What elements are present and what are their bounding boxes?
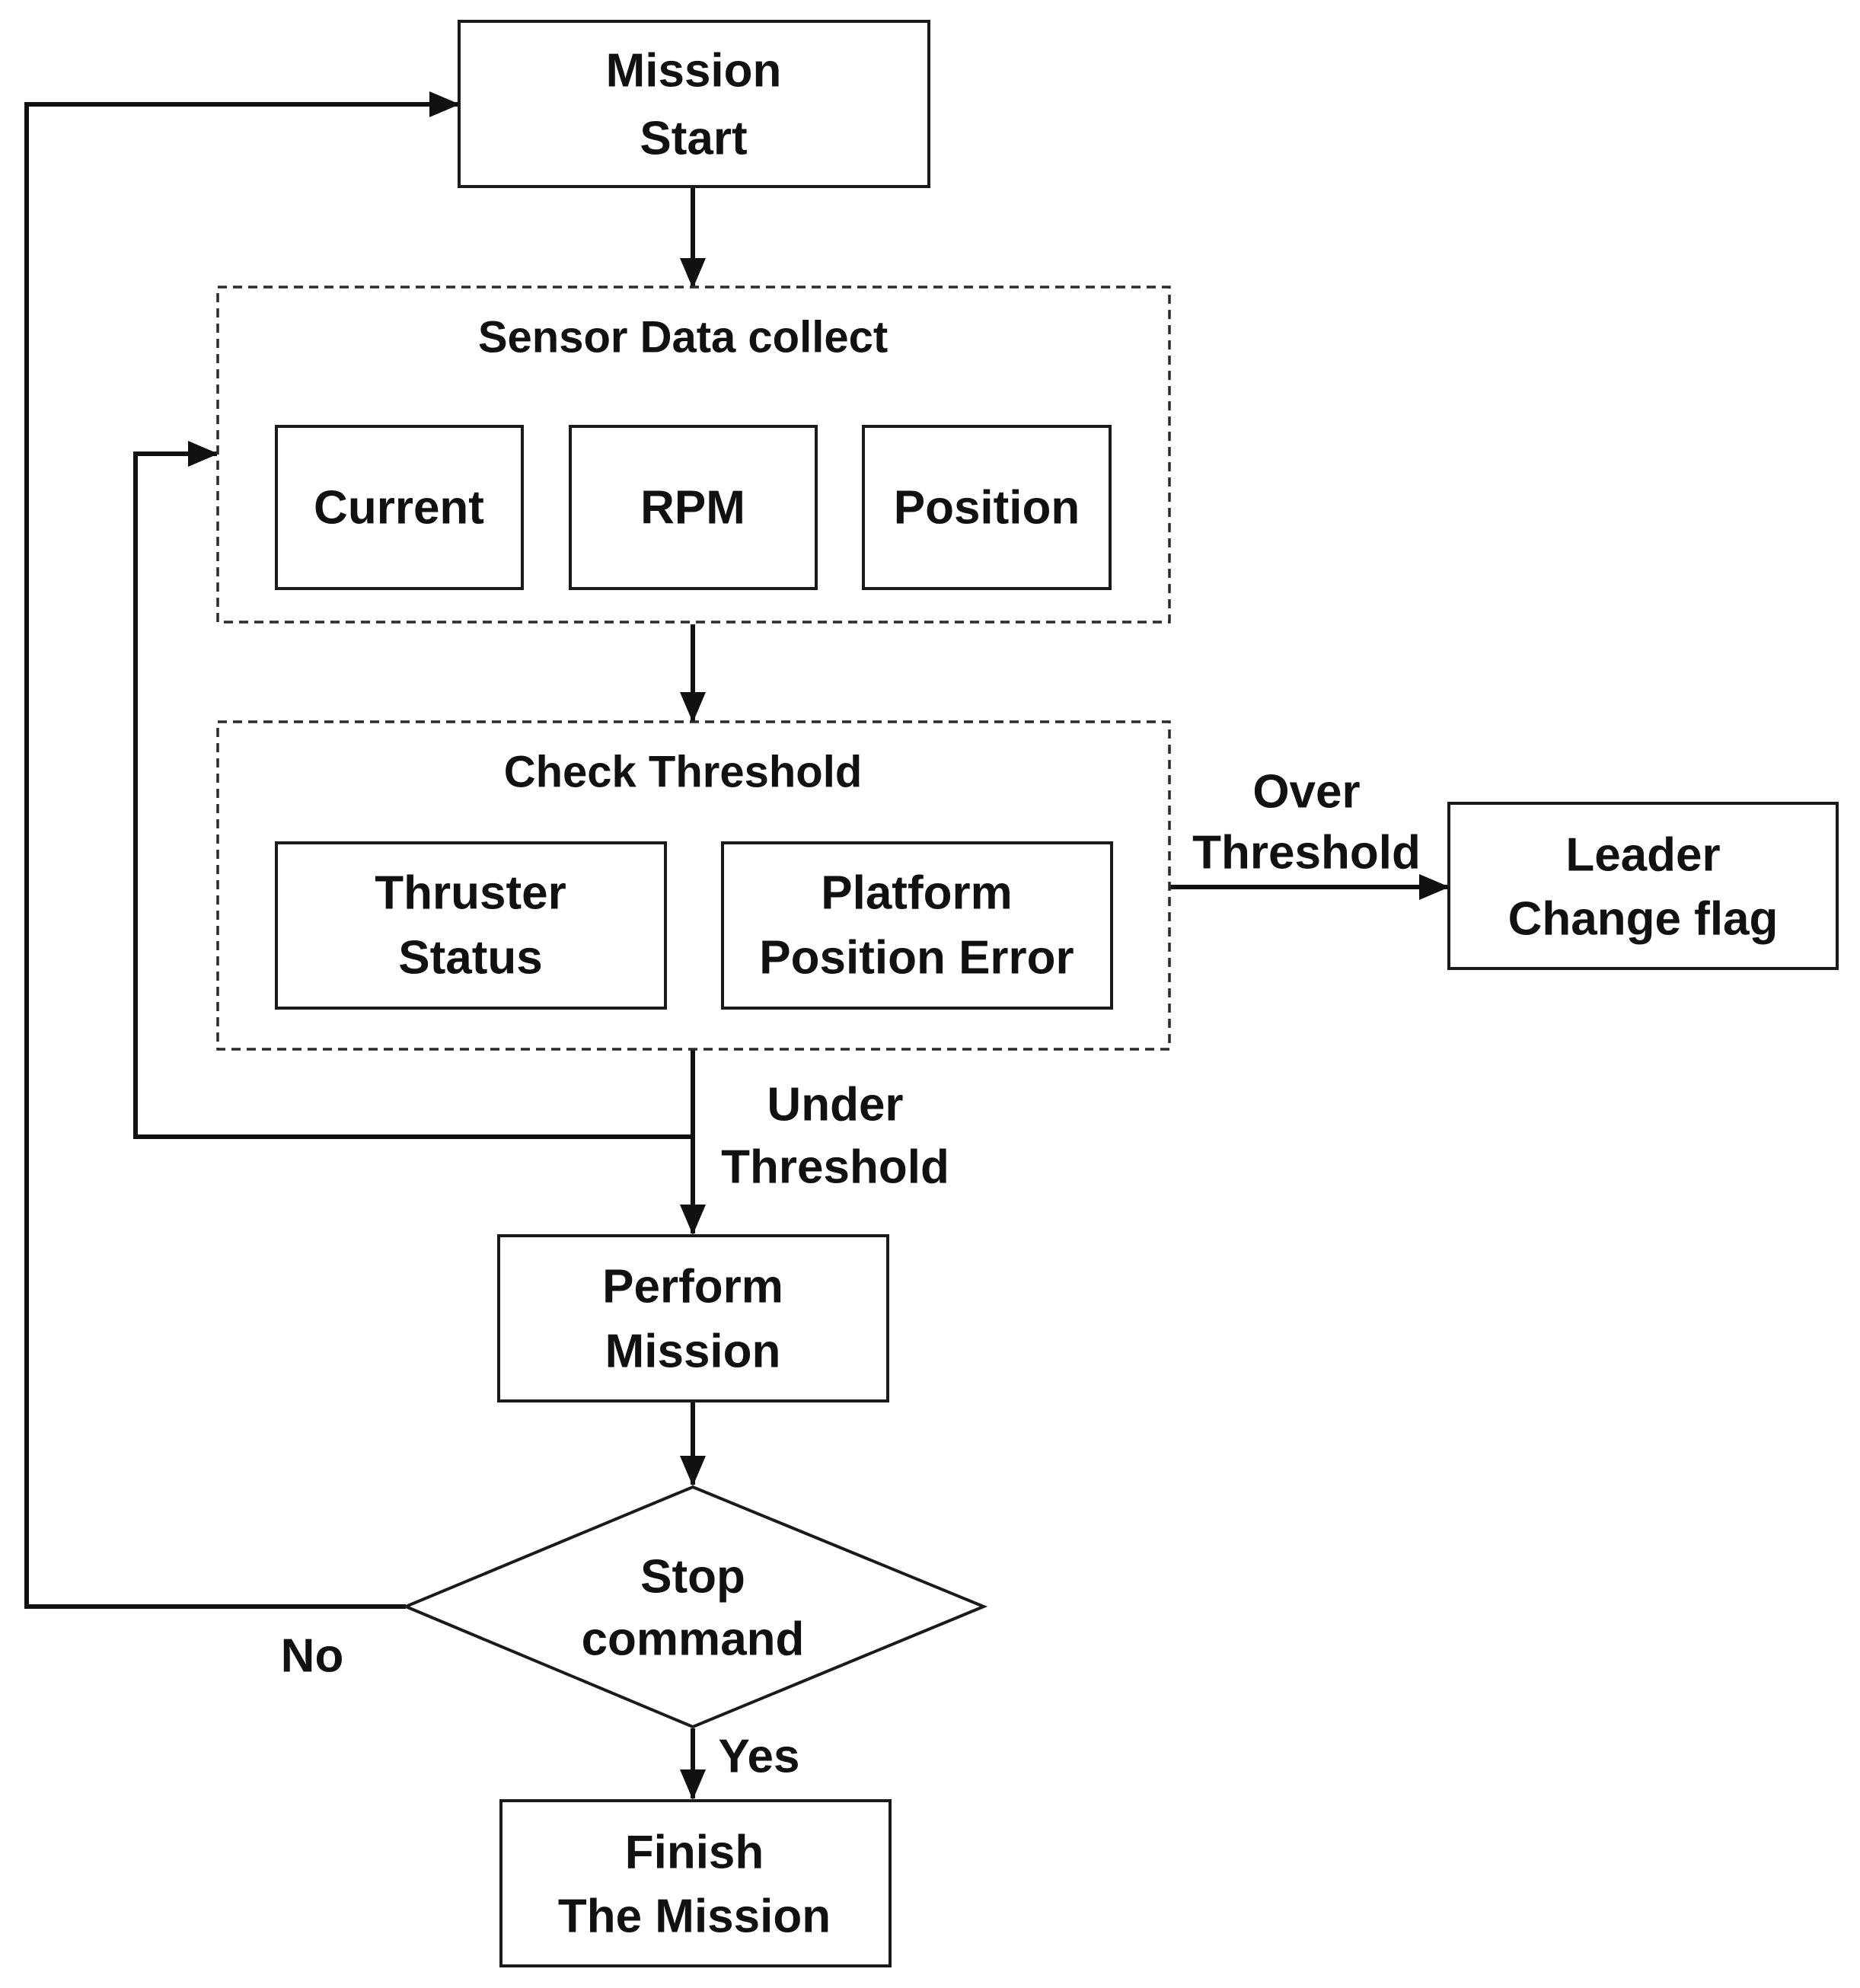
- mission-start-label-line2: Start: [640, 113, 747, 165]
- finish-mission-box: Finish The Mission: [499, 1799, 892, 1967]
- mission-start-label-line1: Mission: [606, 45, 782, 97]
- rpm-box: RPM: [569, 425, 818, 590]
- thruster-status-box: Thruster Status: [275, 841, 667, 1010]
- current-box: Current: [275, 425, 524, 590]
- under-threshold-label-line1: Under: [767, 1079, 903, 1131]
- sensor-group-title: Sensor Data collect: [478, 313, 888, 362]
- yes-label: Yes: [719, 1731, 800, 1783]
- over-threshold-label-line1: Over: [1252, 766, 1360, 818]
- perform-mission-label-line2: Mission: [605, 1326, 781, 1378]
- rpm-label: RPM: [640, 482, 745, 534]
- check-threshold-group: Check Threshold: [216, 720, 1171, 1051]
- platform-error-label-line2: Position Error: [759, 932, 1074, 984]
- leader-change-label-line1: Leader: [1565, 829, 1720, 882]
- platform-error-label-line1: Platform: [821, 867, 1012, 920]
- thruster-status-label-line2: Status: [398, 932, 542, 984]
- thruster-status-label-line1: Thruster: [375, 867, 566, 920]
- mission-start-box: Mission Start: [458, 20, 930, 188]
- position-box: Position: [862, 425, 1112, 590]
- stop-command-label-line1: Stop: [640, 1551, 745, 1603]
- platform-position-error-box: Platform Position Error: [721, 841, 1113, 1010]
- under-threshold-label-line2: Threshold: [721, 1141, 949, 1194]
- loop-no-to-mission-start: [24, 91, 460, 1609]
- finish-label-line2: The Mission: [558, 1891, 831, 1943]
- over-threshold-label-line2: Threshold: [1192, 827, 1421, 879]
- perform-mission-label-line1: Perform: [602, 1261, 783, 1313]
- sensor-data-group: Sensor Data collect: [216, 286, 1171, 624]
- no-label: No: [281, 1630, 344, 1683]
- leader-change-label-line2: Change flag: [1508, 893, 1779, 946]
- leader-change-flag-box: Leader Change flag: [1447, 802, 1839, 970]
- stop-command-label-line2: command: [582, 1613, 805, 1666]
- finish-label-line1: Finish: [625, 1827, 764, 1879]
- loop-under-threshold-to-sensor: [133, 441, 693, 1139]
- position-label: Position: [894, 482, 1080, 534]
- perform-mission-box: Perform Mission: [497, 1234, 889, 1402]
- threshold-group-title: Check Threshold: [504, 748, 863, 797]
- current-label: Current: [314, 482, 484, 534]
- stop-command-decision: Stop command: [401, 1485, 988, 1729]
